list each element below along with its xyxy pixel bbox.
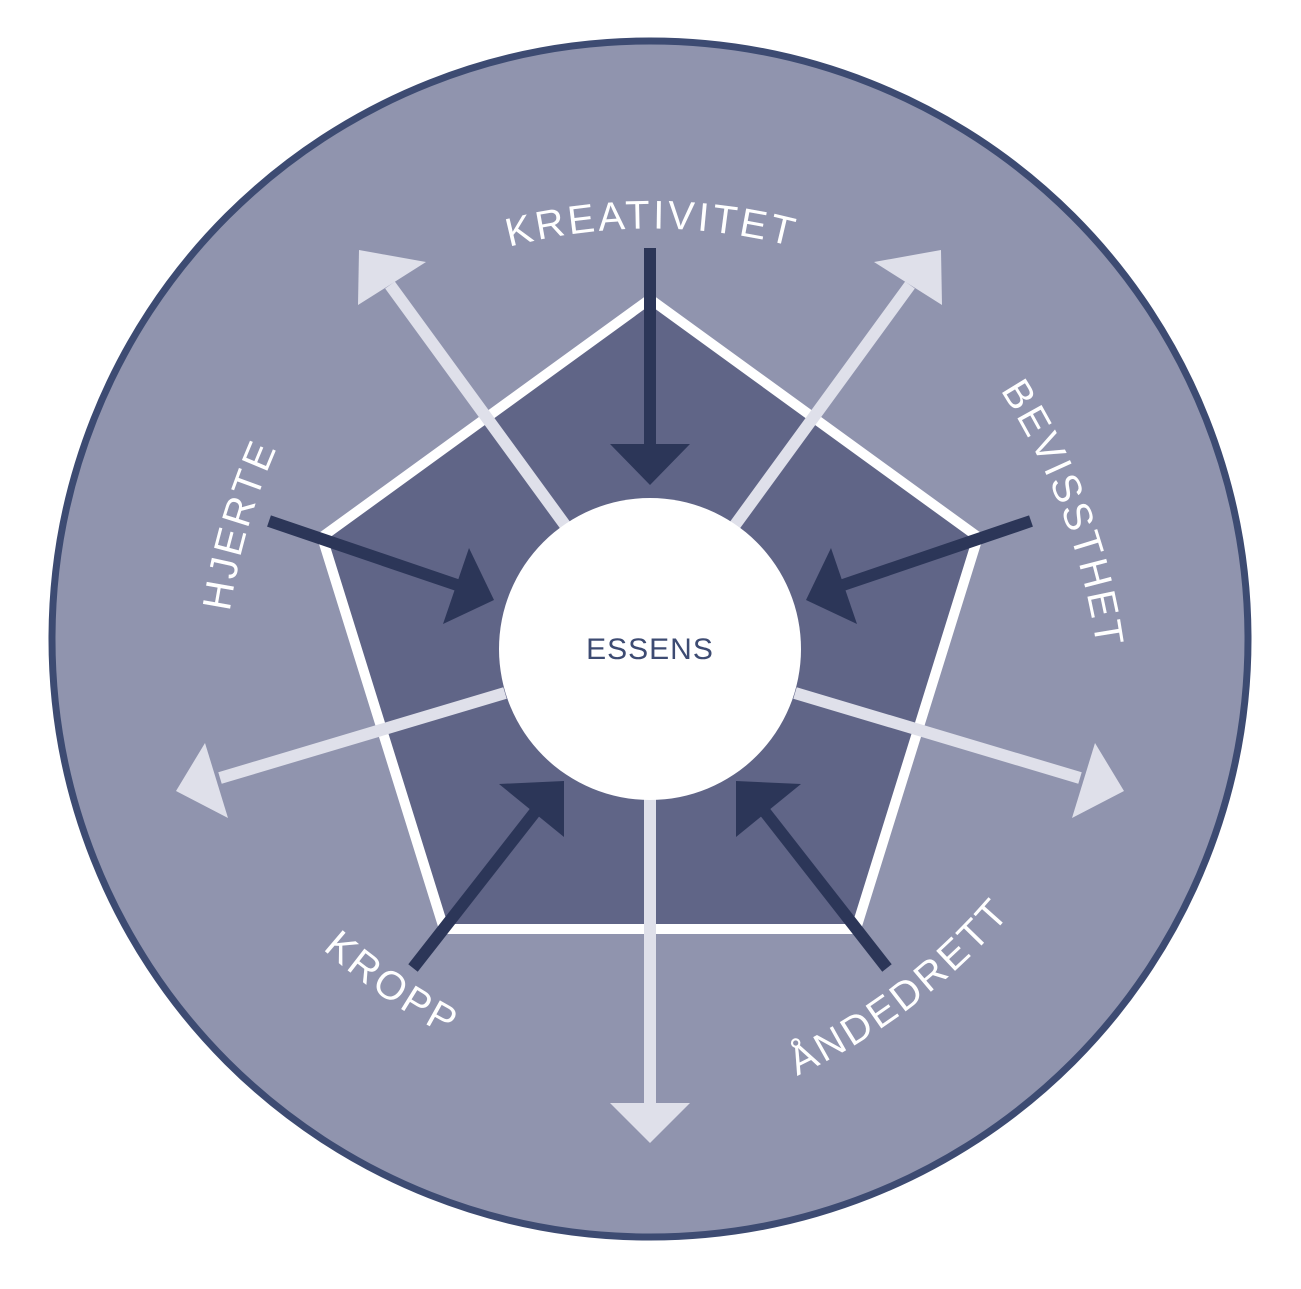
inward-arrowhead-bottom-left [499,781,564,837]
outward-arrows [218,281,1082,1105]
inward-arrows [267,248,1033,972]
center-circle [499,498,801,800]
inward-arrow-bottom-right-shaft [760,808,892,972]
outward-arrowhead-bottom [610,1103,690,1143]
outward-arrow-top-left-shaft [385,281,570,529]
outward-arrow-right-shaft [793,687,1082,784]
inward-arrowhead-bottom-right [736,781,801,837]
inward-arrow-right-shaft [838,515,1033,592]
outward-arrowhead-left [176,743,228,818]
inward-arrowhead-left [443,548,494,624]
outward-arrow-left-shaft [218,687,507,784]
inward-arrowhead-top [610,444,690,485]
inward-arrowhead-right [806,548,857,624]
inward-arrowheads [443,444,857,837]
outward-arrowhead-top-left [358,250,426,305]
inward-arrow-left-shaft [267,515,462,592]
outward-arrowheads [176,250,1124,1143]
outward-arrowhead-right [1072,743,1124,818]
outward-arrowhead-top-right [874,250,942,305]
outward-arrow-top-right-shaft [730,281,915,529]
inward-arrow-bottom-left-shaft [408,808,540,972]
center-label: ESSENS [586,633,714,666]
